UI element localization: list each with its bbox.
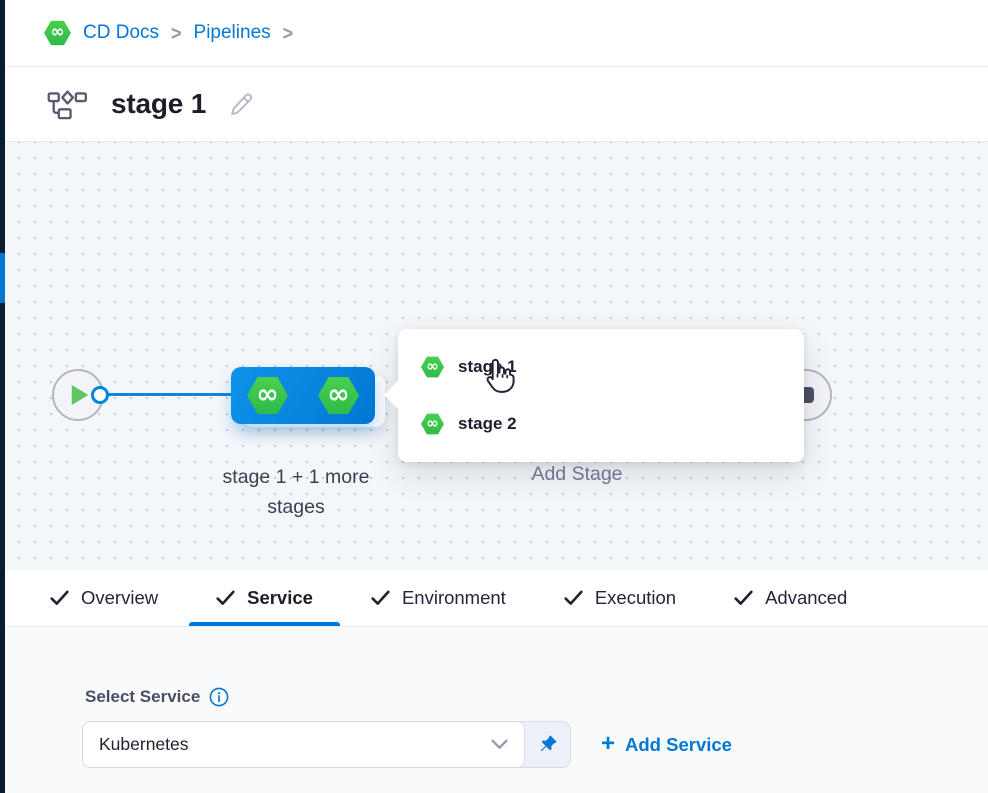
tab-environment[interactable]: Environment: [342, 570, 535, 626]
page-title: stage 1: [111, 88, 207, 119]
tab-advanced[interactable]: Advanced: [705, 570, 876, 626]
pipeline-canvas[interactable]: ∞ ∞ stage 1 + 1 more stages Add Stage ∞ …: [5, 142, 988, 570]
service-select-dropdown[interactable]: Kubernetes: [82, 721, 525, 768]
stage-menu-item-stage-1[interactable]: ∞ stage 1: [398, 346, 804, 388]
stages-flowchart-icon: [47, 90, 87, 120]
check-icon: [50, 590, 69, 605]
service-select-group: Kubernetes: [82, 721, 571, 768]
stage-config-tabbar: Overview Service Environment Execution A…: [5, 570, 988, 627]
popup-arrow: [384, 381, 398, 409]
left-nav-strip: [0, 0, 5, 793]
edit-stage-name-button[interactable]: [228, 91, 255, 118]
breadcrumb: ∞ CD Docs > Pipelines >: [44, 20, 293, 47]
chevron-down-icon: [491, 739, 508, 749]
stage-list-popup: ∞ stage 1 ∞ stage 2: [384, 329, 804, 462]
hand-cursor-icon: [486, 358, 515, 393]
stage-2-harness-icon: ∞: [318, 377, 359, 414]
tab-service[interactable]: Service: [187, 570, 342, 626]
harness-cd-logo-icon: ∞: [44, 20, 71, 46]
pencil-icon: [231, 93, 253, 115]
stage-1-harness-icon: ∞: [247, 377, 288, 414]
check-icon: [734, 590, 753, 605]
pushpin-icon: [540, 734, 557, 751]
breadcrumb-link-pipelines[interactable]: Pipelines: [193, 22, 271, 43]
stage-group-node[interactable]: ∞ ∞: [231, 367, 375, 424]
breadcrumb-link-cd-docs[interactable]: CD Docs: [83, 22, 160, 43]
pin-service-button[interactable]: [525, 722, 570, 767]
play-icon: [71, 385, 89, 405]
left-nav-active-indicator: [0, 253, 5, 303]
stage-group-label: stage 1 + 1 more stages: [222, 466, 370, 518]
breadcrumb-separator-icon: >: [171, 20, 182, 44]
breadcrumb-separator-icon: >: [282, 20, 294, 44]
tab-execution[interactable]: Execution: [535, 570, 705, 626]
service-config-panel: Select Service Kubernetes + Add Service: [5, 627, 988, 793]
check-icon: [371, 590, 390, 605]
add-service-button[interactable]: + Add Service: [601, 728, 732, 762]
stage-menu-item-stage-2[interactable]: ∞ stage 2: [398, 403, 804, 445]
stage-title-bar: stage 1: [5, 67, 988, 142]
check-icon: [564, 590, 583, 605]
check-icon: [216, 590, 235, 605]
service-select-value: Kubernetes: [99, 734, 189, 754]
tab-overview[interactable]: Overview: [21, 570, 187, 626]
breadcrumb-bar: ∞ CD Docs > Pipelines >: [5, 0, 988, 67]
info-icon[interactable]: [209, 687, 229, 707]
pipeline-connector-line: [100, 393, 234, 396]
harness-stage-icon: ∞: [421, 413, 444, 435]
start-node-port[interactable]: [91, 386, 109, 404]
plus-icon: +: [601, 730, 616, 757]
harness-stage-icon: ∞: [421, 356, 444, 378]
add-stage-button[interactable]: Add Stage: [531, 463, 623, 485]
select-service-label: Select Service: [85, 687, 229, 707]
